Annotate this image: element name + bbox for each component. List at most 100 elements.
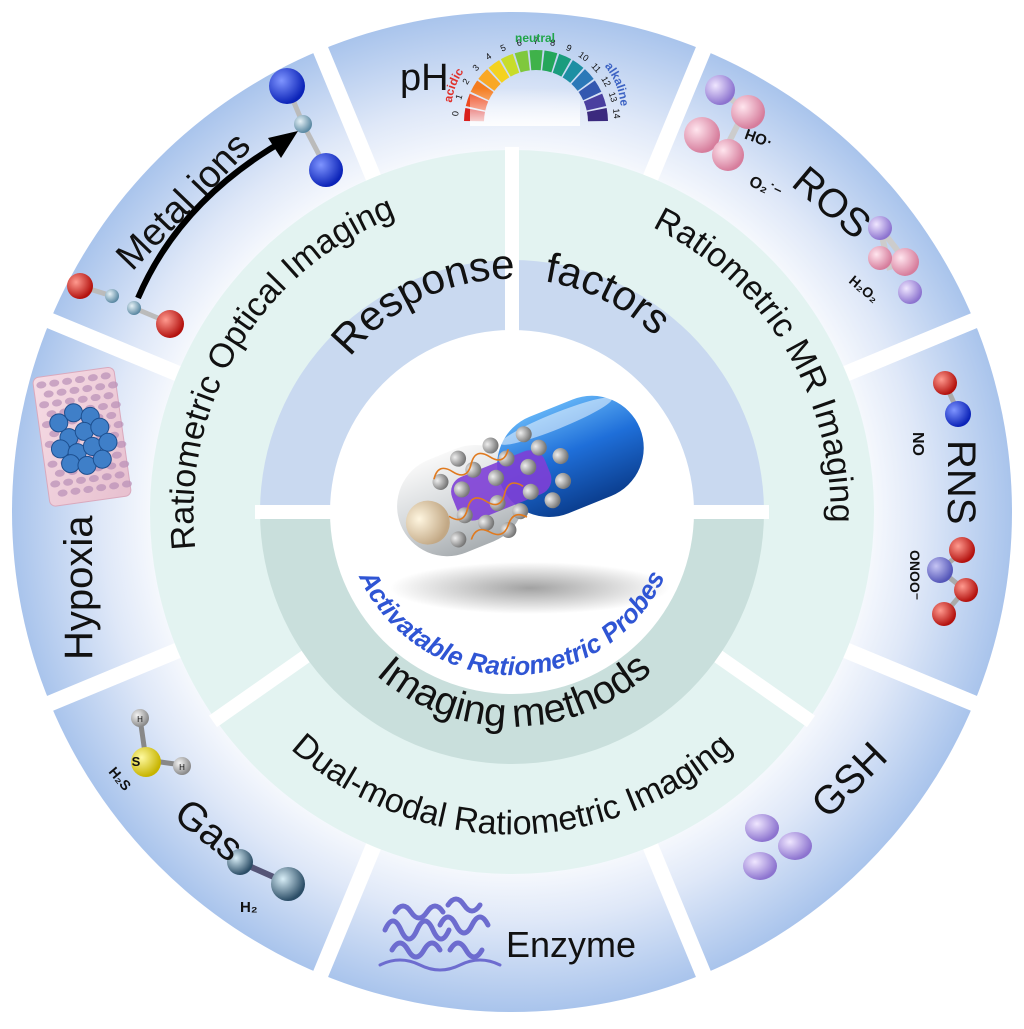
tissue-cell — [83, 485, 94, 493]
tissue-cell — [57, 489, 68, 497]
nanoparticle-bead — [555, 472, 572, 489]
nanoparticle-bead — [515, 426, 532, 443]
ph-scale-number: 8 — [549, 37, 556, 48]
tissue-cell — [76, 476, 86, 484]
ph-scale-number: 13 — [607, 91, 620, 104]
tissue-cell — [121, 480, 132, 488]
rns-segment: RNS NO ONOO⁻ — [907, 371, 983, 626]
metal-ion-arrow-shaft — [135, 137, 287, 300]
ph-scale-block — [578, 80, 602, 101]
gas-molecules-icon — [131, 709, 305, 901]
tissue-cell — [116, 440, 127, 448]
ph-scale-number: 5 — [499, 42, 508, 53]
ph-scale-number: 7 — [533, 36, 538, 46]
ph-scale-number: 0 — [450, 111, 460, 117]
tissue-cell — [111, 451, 122, 459]
ph-scale-number: 4 — [483, 51, 493, 62]
tissue-cell — [70, 487, 81, 495]
tissue-cell — [109, 482, 120, 490]
ph-scale-number: 3 — [470, 63, 481, 73]
nanoparticle-bead — [522, 483, 539, 500]
ph-scale-block — [542, 50, 558, 73]
rns-molecules-icon — [927, 371, 978, 626]
metal-ion-arrowhead — [268, 131, 298, 158]
enzyme-segment: Enzyme — [378, 896, 636, 972]
tissue-cell — [119, 460, 130, 468]
nanoparticle-bead — [450, 450, 467, 467]
nanoparticle-bead — [450, 531, 467, 548]
nanoparticle-bead — [498, 450, 515, 467]
nanoparticle-bead — [500, 521, 517, 538]
ph-scale-number: 14 — [611, 108, 622, 119]
outer-ring-divider — [642, 42, 713, 183]
ros-segment: ROS ·OH O₂˙⁻ H₂O₂ — [684, 75, 922, 306]
nanoparticle-bead — [432, 473, 449, 490]
hydrogen-atom-label-2: H — [179, 763, 185, 772]
nanoparticle-bead — [488, 469, 505, 486]
tissue-cell — [101, 473, 112, 481]
tissue-cell — [52, 399, 62, 407]
ph-scale-block — [500, 53, 520, 77]
tissue-cell — [47, 460, 58, 468]
ph-scale-block — [587, 108, 608, 122]
tissue-cell — [74, 375, 85, 384]
tissue-cell — [108, 381, 119, 389]
capsule-polymer-chains — [433, 448, 528, 540]
ph-scale-reflection — [470, 88, 580, 126]
nanoparticle-bead — [482, 437, 499, 454]
gsh-spheres-icon — [743, 814, 812, 880]
tissue-cell — [82, 385, 93, 393]
hypoxia-segment: Hypoxia — [32, 366, 132, 660]
outer-ring-divider — [311, 841, 382, 982]
hypoxic-cell — [49, 413, 69, 433]
sulfur-atom-label: S — [132, 754, 141, 769]
middle-ring-dividers — [208, 147, 816, 728]
ph-scale-block — [583, 93, 607, 111]
ph-label: pH — [400, 57, 449, 99]
nanoparticle-bead — [489, 495, 506, 512]
tissue-cell — [88, 475, 99, 483]
tissue-cell — [63, 478, 74, 486]
tissue-cell — [69, 386, 80, 394]
capsule-probe-icon — [390, 395, 670, 614]
outer-ring-divider — [311, 42, 382, 183]
outer-ring-divider — [42, 311, 183, 382]
tissue-cell — [96, 484, 107, 492]
ph-scale-block — [529, 49, 543, 71]
nanoparticle-bead — [465, 461, 482, 478]
tissue-cell — [100, 372, 111, 380]
tissue-cell — [97, 403, 108, 411]
tissue-cell — [106, 411, 117, 420]
outer-ring-divider — [42, 642, 183, 713]
ph-scale-block — [488, 60, 510, 83]
ros-molecules-icon — [684, 75, 922, 304]
hypoxic-cell — [92, 449, 112, 469]
enzyme-label: Enzyme — [506, 924, 636, 965]
outer-ring-divider — [841, 642, 982, 713]
h2-label: H₂ — [240, 899, 258, 916]
nanoparticle-bead — [478, 514, 495, 531]
outer-ring-divider — [642, 841, 713, 982]
hypoxia-label: Hypoxia — [57, 515, 101, 660]
ph-scale-block — [478, 69, 501, 91]
tissue-cell — [90, 393, 101, 402]
tissue-cell — [77, 395, 88, 403]
tissue-cell — [36, 381, 47, 389]
tissue-cell — [62, 377, 73, 385]
nanoparticle-bead — [544, 492, 561, 509]
ph-scale-number: 2 — [460, 77, 471, 86]
capsule-nanoparticles — [432, 426, 572, 548]
ph-scale-number: 12 — [599, 75, 613, 89]
outer-ring-divider — [841, 311, 982, 382]
tissue-cell — [95, 383, 106, 391]
ph-scale-number: 10 — [577, 49, 591, 63]
ph-scale-block — [552, 53, 572, 77]
tissue-cell — [110, 401, 121, 409]
peroxynitrite-label: ONOO⁻ — [907, 550, 923, 600]
enzyme-protein-icon — [378, 896, 502, 972]
ph-scale-number: 9 — [565, 42, 574, 53]
tissue-cell — [43, 390, 54, 398]
hypoxic-cell — [98, 432, 118, 452]
no-label: NO — [909, 432, 926, 456]
